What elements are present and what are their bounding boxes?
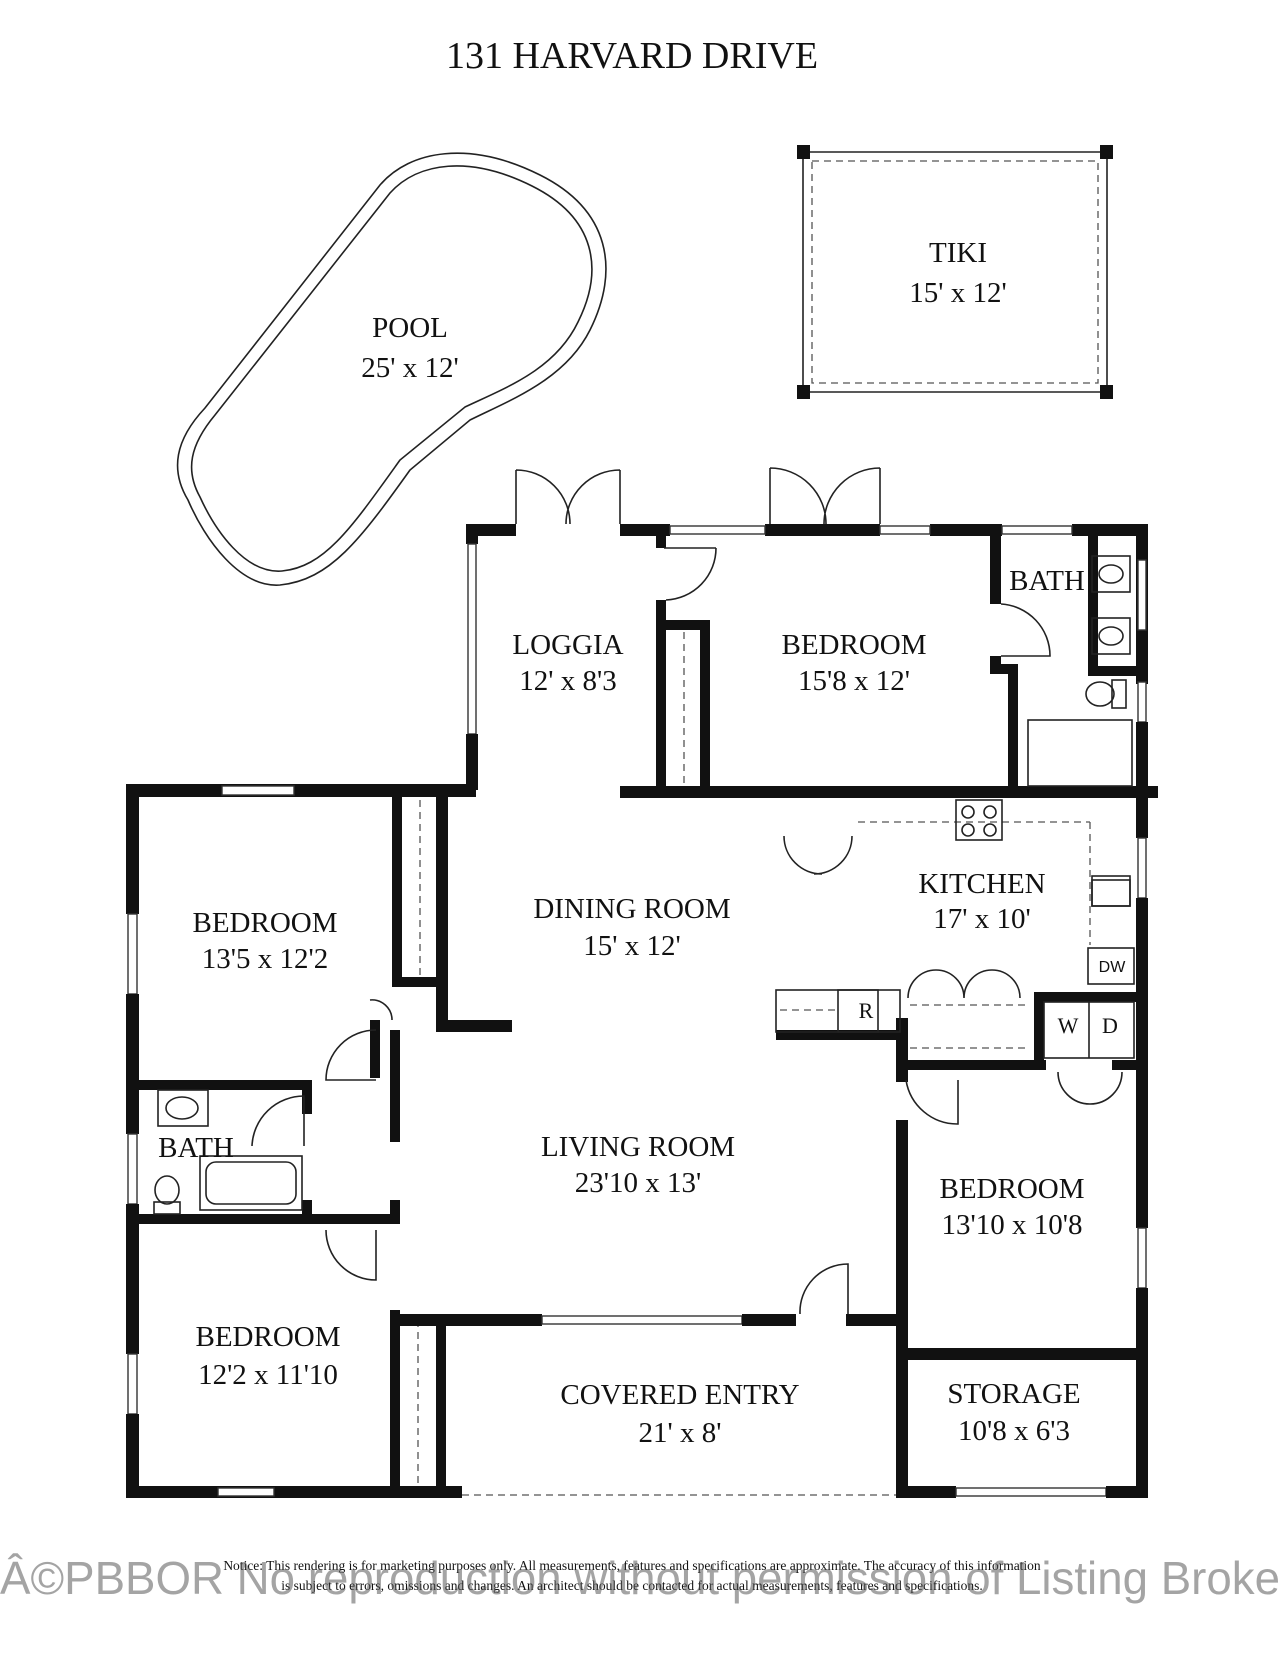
interior-walls xyxy=(136,524,1158,1498)
washer-label: W xyxy=(1058,1013,1079,1038)
bath-fixtures xyxy=(153,555,1133,1215)
pool-outline xyxy=(176,152,607,586)
west-bedroom-dimensions: 13'5 x 12'2 xyxy=(202,943,328,975)
covered-entry-label: COVERED ENTRY xyxy=(560,1379,799,1411)
copyright-watermark: Â©PBBOR No reproduction without permissi… xyxy=(0,1552,1280,1604)
refrigerator-label: R xyxy=(859,998,874,1023)
loggia-dimensions: 12' x 8'3 xyxy=(519,665,616,697)
tiki-dimensions: 15' x 12' xyxy=(909,277,1006,309)
dining-room-dimensions: 15' x 12' xyxy=(583,930,680,962)
pool-dimensions: 25' x 12' xyxy=(361,352,458,384)
exterior-walls xyxy=(126,524,1148,1498)
southwest-bedroom-dimensions: 12'2 x 11'10 xyxy=(198,1359,338,1391)
east-bedroom-dimensions: 13'10 x 10'8 xyxy=(942,1209,1083,1241)
dishwasher-label: DW xyxy=(1099,959,1127,976)
west-bedroom-label: BEDROOM xyxy=(192,907,337,939)
kitchen-dimensions: 17' x 10' xyxy=(933,903,1030,935)
southwest-bedroom-label: BEDROOM xyxy=(195,1321,340,1353)
door-swings xyxy=(251,467,1123,1315)
master-bath-label: BATH xyxy=(1009,565,1085,597)
disclaimer-line-2: is subject to errors, omissions and chan… xyxy=(281,1578,982,1593)
plan-title: 131 HARVARD DRIVE xyxy=(446,35,818,77)
loggia-label: LOGGIA xyxy=(512,629,623,661)
storage-label: STORAGE xyxy=(947,1378,1080,1410)
living-room-label: LIVING ROOM xyxy=(541,1131,735,1163)
tiki-label: TIKI xyxy=(929,237,987,269)
closet-lines xyxy=(910,1004,1030,1049)
dryer-label: D xyxy=(1102,1013,1118,1038)
kitchen-fixtures xyxy=(775,799,1135,1059)
pool-label: POOL xyxy=(372,312,448,344)
disclaimer-line-1: Notice: This rendering is for marketing … xyxy=(223,1558,1041,1573)
kitchen-label: KITCHEN xyxy=(918,868,1045,900)
master-bedroom-label: BEDROOM xyxy=(781,629,926,661)
storage-dimensions: 10'8 x 6'3 xyxy=(958,1415,1070,1447)
living-room-dimensions: 23'10 x 13' xyxy=(575,1167,701,1199)
covered-entry-dimensions: 21' x 8' xyxy=(639,1417,722,1449)
dining-room-label: DINING ROOM xyxy=(533,893,730,925)
west-bath-label: BATH xyxy=(158,1132,234,1164)
tiki-structure xyxy=(797,145,1113,399)
master-bedroom-dimensions: 15'8 x 12' xyxy=(798,665,910,697)
east-bedroom-label: BEDROOM xyxy=(939,1173,1084,1205)
